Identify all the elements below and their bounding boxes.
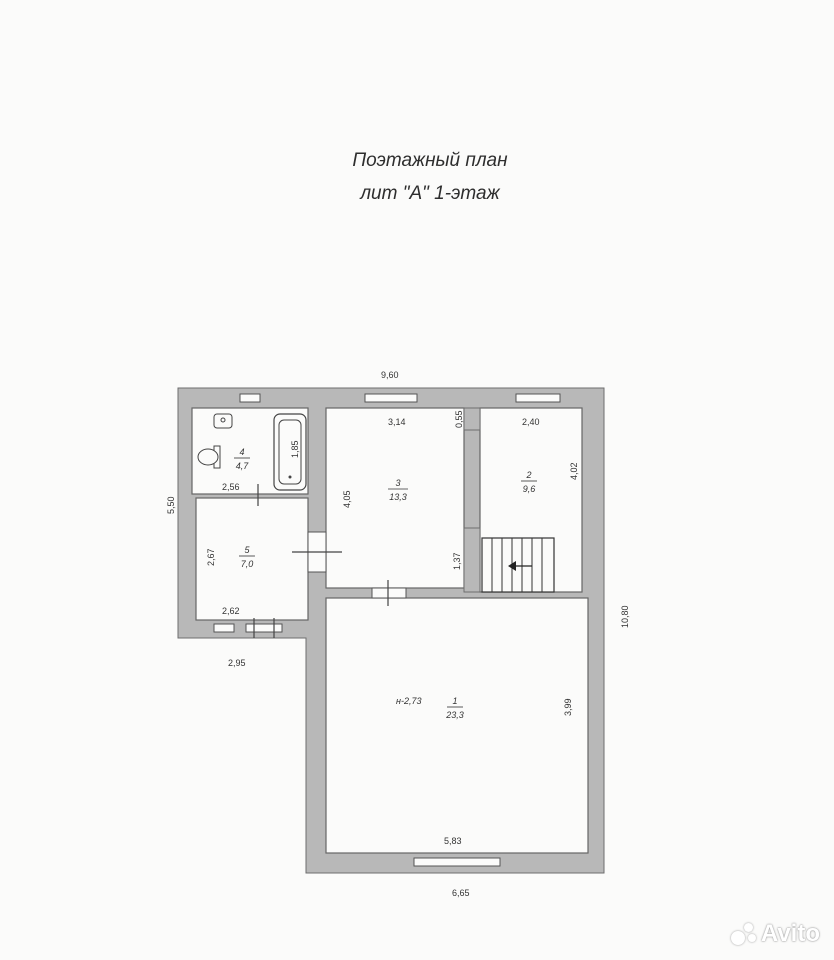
avito-text: Avito <box>760 920 820 947</box>
staircase <box>481 537 555 593</box>
dim-2-67: 2,67 <box>206 548 216 566</box>
stair-arrow-icon <box>508 561 516 571</box>
dim-3-99: 3,99 <box>563 698 573 716</box>
sink-drain <box>220 417 226 423</box>
svg-text:1: 1 <box>452 696 457 706</box>
svg-text:2: 2 <box>525 470 531 480</box>
room-3 <box>325 407 465 589</box>
dim-bottom-width: 6,65 <box>452 888 470 898</box>
door-left <box>245 623 283 633</box>
dim-1-85: 1,85 <box>290 440 300 458</box>
svg-text:7,0: 7,0 <box>241 559 254 569</box>
dim-5-83: 5,83 <box>444 836 462 846</box>
avito-watermark: Avito <box>729 920 820 948</box>
window-bottom <box>413 857 501 867</box>
svg-text:4,7: 4,7 <box>236 461 250 471</box>
room-label-1: 1 23,3 <box>445 696 464 720</box>
dim-2-62: 2,62 <box>222 606 240 616</box>
dim-total-width: 9,60 <box>381 370 399 380</box>
dim-4-05: 4,05 <box>342 490 352 508</box>
plan-subtitle: лит "А" 1-этаж <box>360 183 500 204</box>
ceiling-height: н-2,73 <box>396 696 421 706</box>
plan-title: Поэтажный план <box>352 150 508 171</box>
sink-icon <box>213 413 233 429</box>
door-3-1 <box>371 587 407 599</box>
window-bottom-left <box>213 623 235 633</box>
avito-logo-icon <box>729 921 759 947</box>
dim-4-02: 4,02 <box>569 462 579 480</box>
toilet-bowl-icon <box>197 448 219 466</box>
window-top-middle <box>364 393 418 403</box>
partition-stub <box>463 407 481 431</box>
window-top-left <box>239 393 261 403</box>
room-label-2: 2 9,6 <box>521 470 537 494</box>
window-top-right <box>515 393 561 403</box>
dim-3-14: 3,14 <box>388 417 406 427</box>
partition-lower <box>463 527 481 593</box>
bathtub <box>273 413 307 491</box>
svg-text:23,3: 23,3 <box>445 710 464 720</box>
dim-1-37: 1,37 <box>452 552 462 570</box>
dim-2-40: 2,40 <box>522 417 540 427</box>
svg-text:9,6: 9,6 <box>523 484 536 494</box>
svg-text:13,3: 13,3 <box>389 492 407 502</box>
dim-0-55: 0,55 <box>454 410 464 428</box>
room-1 <box>325 597 589 854</box>
room-label-5: 5 7,0 <box>239 545 255 569</box>
dim-right-height: 10,80 <box>620 605 630 628</box>
room-label-3: 3 13,3 <box>388 478 408 502</box>
bathtub-inner <box>278 419 302 485</box>
room-label-4: 4 4,7 <box>234 447 250 471</box>
bathtub-drain <box>288 475 292 479</box>
dim-left-height: 5,50 <box>166 496 176 514</box>
svg-text:4: 4 <box>239 447 244 457</box>
svg-text:3: 3 <box>395 478 400 488</box>
dim-2-56: 2,56 <box>222 482 240 492</box>
dim-lower-left-width: 2,95 <box>228 658 246 668</box>
svg-text:5: 5 <box>244 545 250 555</box>
